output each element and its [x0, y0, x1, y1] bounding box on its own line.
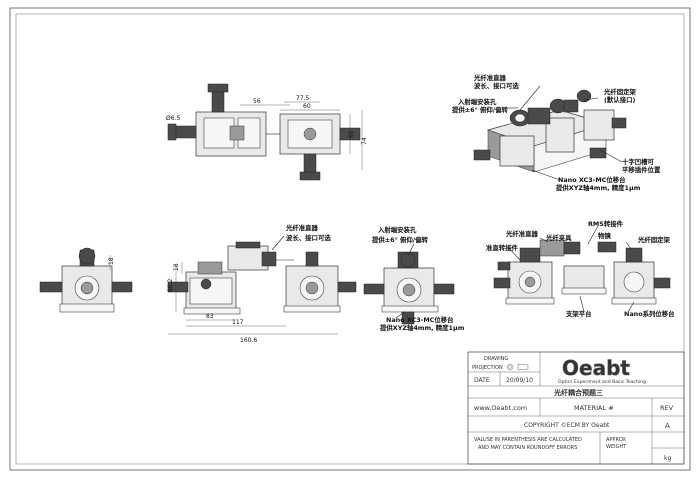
callout-collimator-top-2: 波长、接口可选 — [474, 81, 519, 90]
inner-border — [15, 13, 685, 465]
weight-label-1: APPROX — [606, 437, 627, 443]
dim-d65: Ø6.5 — [166, 115, 180, 122]
side-elevation: 80.2 18 83 117 160.6 — [167, 241, 357, 344]
dim-18-left: 18 — [108, 257, 115, 265]
title-block — [467, 351, 685, 465]
callout-collimator-mid-1: 光纤准直器 — [285, 223, 319, 232]
projection-label: PROJECTION — [472, 365, 503, 371]
drawing-title: 光纤耦合预题三 — [553, 388, 603, 397]
callout-mount-adapter: 准直转接件 — [486, 243, 519, 252]
rev-label: REV — [660, 404, 674, 412]
callout-incident-top-2: 提供±6° 俯仰/偏转 — [451, 105, 509, 114]
note-line-2: AND MAY CONTAIN ROUNDOFF ERRORS — [478, 445, 577, 451]
material: MATERIAL # — [574, 404, 614, 412]
callout-collimator-top-1: 光纤准直器 — [473, 73, 507, 82]
dim-74: 74 — [361, 137, 368, 145]
callout-incident-top-1: 入射端安装孔 — [458, 97, 497, 106]
callout-holder-top-1: 光纤固定架 — [603, 87, 637, 96]
callout-incident-mid-2: 提供±6° 俯仰/偏转 — [371, 235, 429, 244]
projection-icon — [506, 363, 529, 371]
mid-elevation — [363, 243, 455, 325]
callout-collimator-mid-2: 波长、接口可选 — [286, 233, 331, 242]
callout-support: 支架平台 — [565, 309, 592, 318]
outer-border — [9, 7, 691, 471]
dim-80-2: 80.2 — [167, 278, 174, 292]
dim-160-6: 160.6 — [240, 337, 257, 344]
dim-56: 56 — [253, 98, 261, 105]
callout-rms-adapter: RMS转接件 — [588, 219, 624, 228]
dim-83: 83 — [206, 313, 214, 320]
dim-60-top: 60 — [303, 103, 311, 110]
callout-collimator-right: 光纤准直器 — [505, 229, 539, 238]
callout-nano-top-1: Nano XC3-MC位移台 — [558, 175, 626, 184]
date-label: DATE — [474, 377, 490, 384]
callout-nano-top-2: 提供XYZ轴4mm, 精度1μm — [555, 183, 641, 192]
top-plan-view: Ø6.5 56 77.5 60 60 74 — [166, 83, 368, 181]
dim-117: 117 — [232, 319, 244, 326]
callout-cross-2: 平移插件位置 — [622, 165, 661, 174]
callout-nano-series: Nano系列位移台 — [624, 309, 675, 318]
exploded-view — [493, 225, 671, 313]
logo-text: Oeabt — [562, 356, 630, 380]
copyright: COPYRIGHT ©ECM BY Oeabt — [524, 422, 610, 429]
dim-60-side: 60 — [348, 130, 355, 138]
end-view: 18 — [39, 247, 133, 313]
callout-cross-1: 十字凹槽可 — [622, 157, 655, 166]
dim-18: 18 — [173, 263, 180, 271]
dim-77-5: 77.5 — [296, 95, 310, 102]
callout-nano-mid-2: 提供XYZ轴4mm, 精度1μm — [379, 323, 465, 332]
callout-incident-mid-1: 入射端安装孔 — [378, 225, 417, 234]
leader-collimator-mid — [271, 235, 285, 251]
isometric-view — [473, 85, 627, 181]
logo-tagline: Optics Experiment and Basic Teaching — [558, 379, 646, 385]
date-value: 20/09/10 — [506, 377, 533, 384]
note-line-1: VALUSE IN PARENTHESIS ARE CALCULATED — [474, 437, 582, 443]
callout-nano-mid-1: Nano XC3-MC位移台 — [386, 315, 454, 324]
rev-value: A — [665, 422, 670, 430]
callout-clamp-right: 光纤夹具 — [545, 233, 572, 242]
weight-unit: kg — [664, 455, 671, 462]
callout-holder-right: 光纤固定架 — [637, 235, 671, 244]
callout-holder-top-2: (默认接口) — [604, 95, 635, 104]
drawing-label: DRAWING — [484, 356, 508, 362]
callout-objective: 物镜 — [598, 231, 611, 240]
website: www.Oeabt.com — [474, 404, 527, 412]
weight-label-2: WEIGHT — [606, 444, 627, 450]
